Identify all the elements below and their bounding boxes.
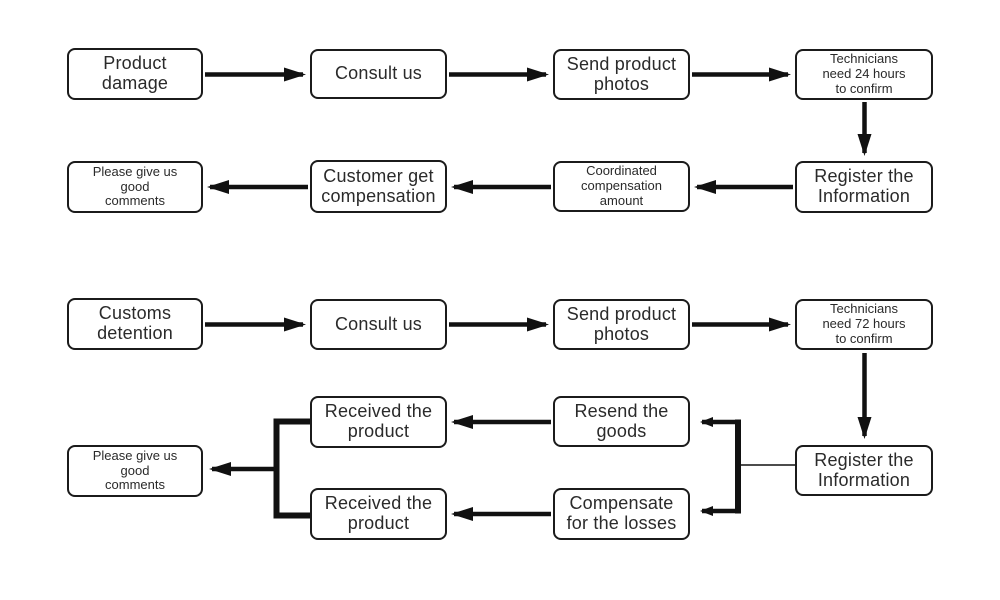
node-resend-goods: Resend the goods [553,396,690,447]
node-received-product-bottom: Received the product [310,488,447,540]
node-send-photos-2: Send product photos [553,299,690,350]
node-received-product-top: Received the product [310,396,447,448]
node-register-info-2: Register the Information [795,445,933,496]
node-good-comments-1: Please give us good comments [67,161,203,213]
node-technicians-72h: Technicians need 72 hours to confirm [795,299,933,350]
node-register-info-1: Register the Information [795,161,933,213]
node-technicians-24h: Technicians need 24 hours to confirm [795,49,933,100]
node-send-photos-1: Send product photos [553,49,690,100]
node-customs-detention: Customs detention [67,298,203,350]
node-coordinated-amount: Coordinated compensation amount [553,161,690,212]
node-customer-compensation: Customer get compensation [310,160,447,213]
node-good-comments-2: Please give us good comments [67,445,203,497]
node-consult-us-1: Consult us [310,49,447,99]
node-compensate-losses: Compensate for the losses [553,488,690,540]
node-consult-us-2: Consult us [310,299,447,350]
node-product-damage: Product damage [67,48,203,100]
merge-bracket-left [273,418,310,519]
